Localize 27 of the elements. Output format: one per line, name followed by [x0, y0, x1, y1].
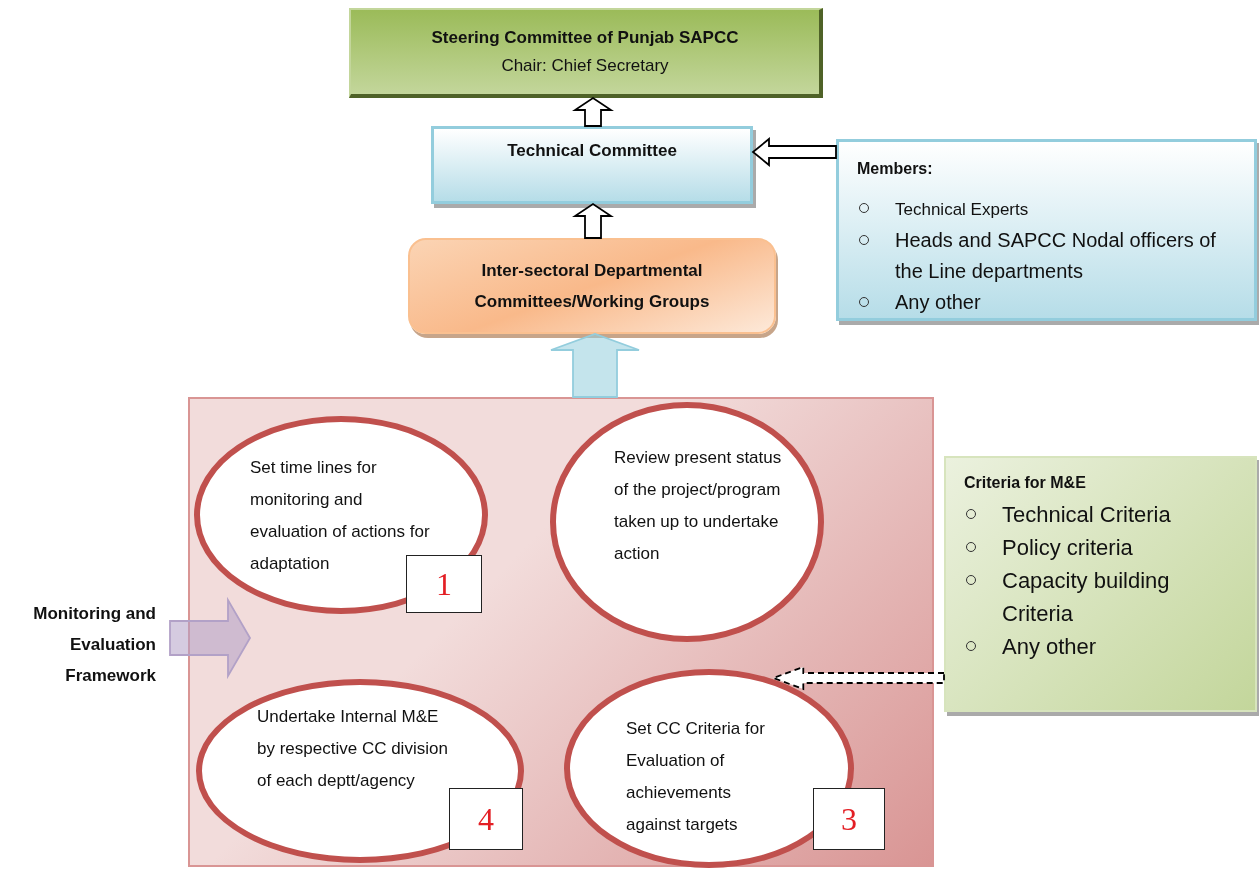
task-text: Review present status of the project/program taken up to undertake action	[614, 447, 783, 565]
bullet-item: Capacity building Criteria	[946, 564, 1245, 630]
bullet-item: Any other	[839, 287, 1244, 318]
committee-box	[349, 8, 823, 98]
block-arrow	[572, 202, 614, 239]
step-number-box: 4	[449, 788, 523, 850]
block-arrow	[169, 596, 252, 680]
bullet-item: Technical Experts	[839, 194, 1244, 225]
bullet-item: Technical Criteria	[946, 498, 1245, 531]
step-number-box: 1	[406, 555, 482, 613]
group-title: Inter-sectoral Departmental Committees/Working Groups	[473, 260, 711, 313]
block-arrow	[572, 96, 614, 127]
bullet-item: Policy criteria	[946, 531, 1245, 564]
framework-panel	[188, 397, 934, 867]
block-arrow	[550, 333, 640, 398]
bullet-item: Heads and SAPCC Nodal officers of the Line departments	[839, 225, 1244, 287]
committee-chair: Chair: Chief Secretary	[501, 56, 669, 76]
task-text: Set CC Criteria for Evaluation of achievements against targets	[626, 718, 766, 836]
block-arrow	[751, 137, 837, 167]
step-number-box: 3	[813, 788, 885, 850]
framework-label: Monitoring and Evaluation Framework	[32, 603, 156, 687]
panel-heading: Criteria for M&E	[964, 474, 1087, 492]
committee-title: Steering Committee of Punjab SAPCC	[431, 28, 739, 48]
committee-title: Technical Committee	[506, 141, 678, 161]
panel-heading: Members:	[857, 160, 934, 178]
bullet-item: Any other	[946, 630, 1245, 663]
task-text: Undertake Internal M&E by respective CC division of each deptt/agency	[257, 706, 449, 792]
